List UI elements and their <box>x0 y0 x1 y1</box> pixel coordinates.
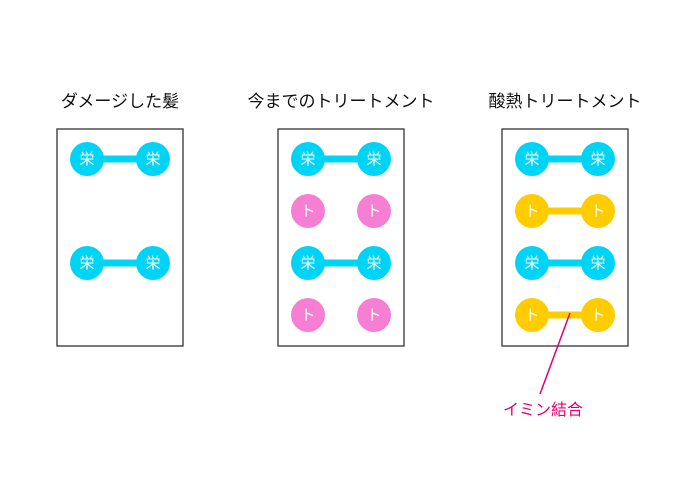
eiyo-molecule <box>291 142 325 176</box>
molecule-glyph: ト <box>524 202 539 220</box>
molecule-glyph: 栄 <box>79 254 94 272</box>
molecule-glyph: 栄 <box>524 254 539 272</box>
molecule-glyph: 栄 <box>145 254 160 272</box>
treatment-molecule <box>581 298 615 332</box>
treatment-molecule <box>291 298 325 332</box>
molecule-glyph: ト <box>366 306 381 324</box>
eiyo-molecule <box>70 142 104 176</box>
molecule-glyph: ト <box>590 202 605 220</box>
molecule-glyph: 栄 <box>79 150 94 168</box>
eiyo-molecule <box>515 246 549 280</box>
treatment-molecule <box>357 194 391 228</box>
eiyo-molecule <box>515 142 549 176</box>
eiyo-molecule <box>357 142 391 176</box>
molecule-glyph: ト <box>300 306 315 324</box>
treatment-molecule <box>291 194 325 228</box>
panel-title: 酸熱トリートメント <box>489 92 642 112</box>
panel-3: 酸熱トリートメント栄栄トト栄栄トト <box>489 92 642 347</box>
panel-2: 今までのトリートメント栄栄トト栄栄トト <box>248 92 435 347</box>
treatment-molecule <box>515 298 549 332</box>
molecule-glyph: 栄 <box>590 254 605 272</box>
molecule-glyph: 栄 <box>366 150 381 168</box>
molecule-glyph: ト <box>366 202 381 220</box>
molecule-glyph: 栄 <box>145 150 160 168</box>
eiyo-molecule <box>136 142 170 176</box>
panel-1: ダメージした髪栄栄栄栄 <box>56 92 184 347</box>
molecule-glyph: 栄 <box>524 150 539 168</box>
molecule-glyph: 栄 <box>300 254 315 272</box>
eiyo-molecule <box>291 246 325 280</box>
treatment-molecule <box>581 194 615 228</box>
molecule-glyph: 栄 <box>366 254 381 272</box>
eiyo-molecule <box>136 246 170 280</box>
eiyo-molecule <box>70 246 104 280</box>
annotation-label: イミン結合 <box>503 400 583 419</box>
molecule-glyph: ト <box>300 202 315 220</box>
eiyo-molecule <box>581 142 615 176</box>
eiyo-molecule <box>581 246 615 280</box>
treatment-molecule <box>515 194 549 228</box>
panel-title: ダメージした髪 <box>61 92 179 112</box>
molecule-glyph: ト <box>590 306 605 324</box>
panel-title: 今までのトリートメント <box>248 92 435 112</box>
molecule-glyph: ト <box>524 306 539 324</box>
molecule-glyph: 栄 <box>300 150 315 168</box>
eiyo-molecule <box>357 246 391 280</box>
molecule-glyph: 栄 <box>590 150 605 168</box>
annotation-leader-line <box>539 312 571 395</box>
treatment-molecule <box>357 298 391 332</box>
